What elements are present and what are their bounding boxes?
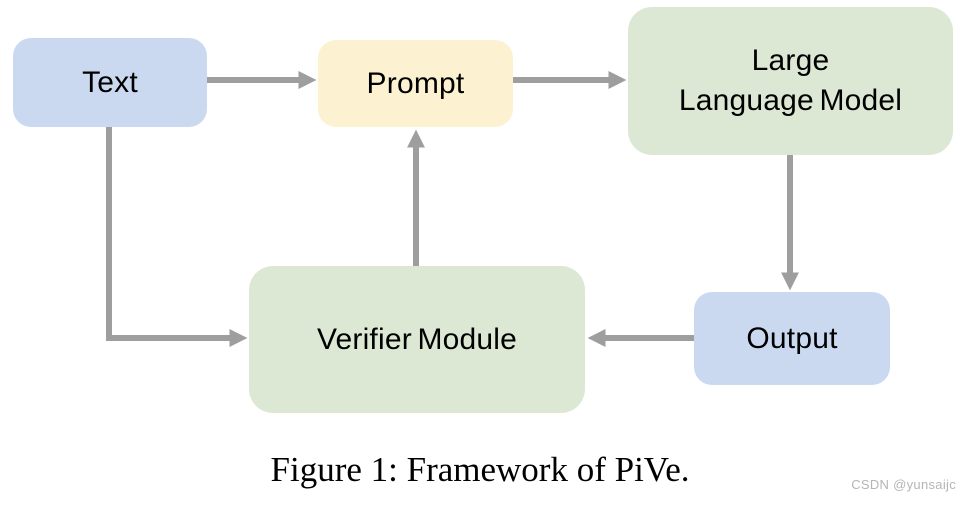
node-verifier-label: Verifier Module <box>316 322 518 356</box>
node-llm-label-line2: Language Model <box>678 84 903 117</box>
node-verifier-module: Verifier Module <box>249 266 585 413</box>
node-large-language-model: Large Language Model <box>628 7 953 155</box>
node-output: Output <box>694 292 890 385</box>
node-output-label: Output <box>746 321 838 355</box>
arrow-text-to-verifier <box>106 127 248 347</box>
node-prompt: Prompt <box>318 40 513 127</box>
node-text: Text <box>13 38 207 127</box>
figure-caption: Figure 1: Framework of PiVe. <box>270 450 690 489</box>
watermark-text: CSDN @yunsaijc <box>851 477 956 492</box>
node-llm-label-line1: Large <box>751 44 830 78</box>
node-prompt-label: Prompt <box>366 66 465 100</box>
node-text-label: Text <box>82 65 138 99</box>
